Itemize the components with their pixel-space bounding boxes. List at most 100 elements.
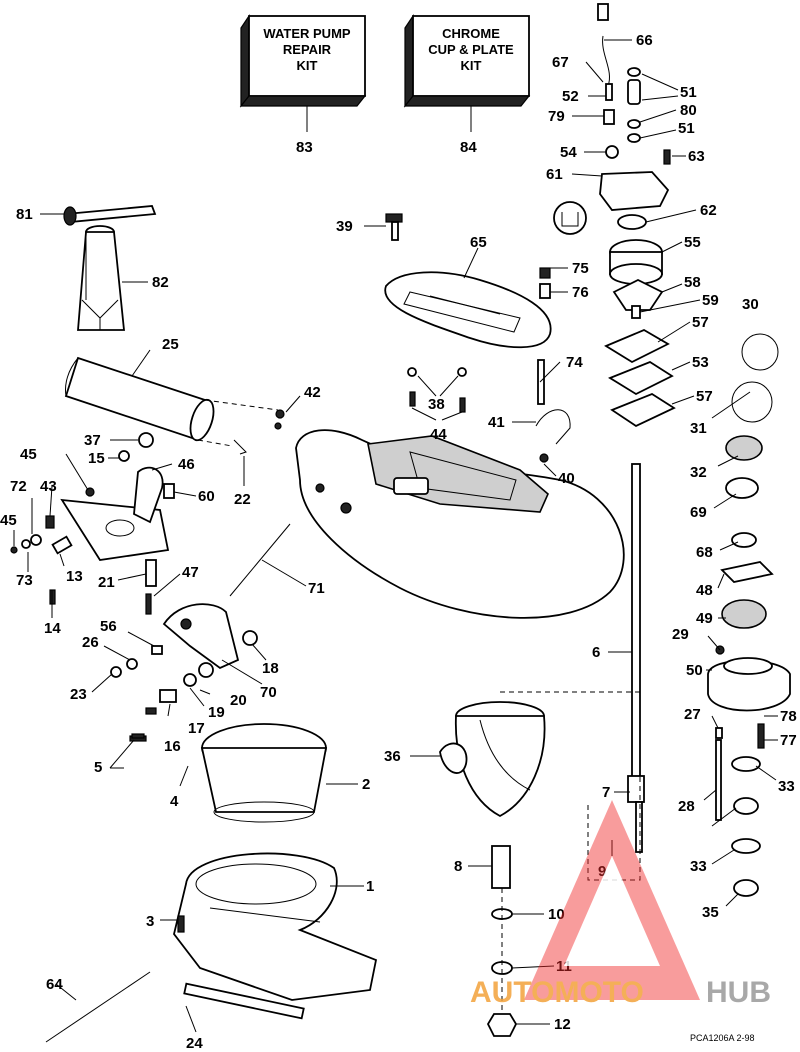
label-59: 59 — [702, 292, 719, 309]
label-82: 82 — [152, 274, 169, 291]
kit-83-line-1: WATER PUMP — [263, 26, 350, 41]
label-46: 46 — [178, 456, 195, 473]
label-4: 4 — [170, 793, 179, 810]
tube-part-25 — [64, 356, 279, 447]
label-2: 2 — [362, 776, 370, 793]
plate-part-65 — [384, 271, 552, 349]
label-33b: 33 — [690, 858, 707, 875]
label-66: 66 — [636, 32, 653, 49]
label-80: 80 — [680, 102, 697, 119]
impeller-part-36 — [439, 691, 641, 881]
label-45b: 45 — [0, 512, 17, 529]
label-49: 49 — [696, 610, 713, 627]
label-43: 43 — [40, 478, 57, 495]
label-54: 54 — [560, 144, 577, 161]
label-79: 79 — [548, 108, 565, 125]
label-15: 15 — [88, 450, 105, 467]
kit-83-line-2: REPAIR — [283, 42, 332, 57]
label-29: 29 — [672, 626, 689, 643]
label-81: 81 — [16, 206, 33, 223]
label-51b: 51 — [678, 120, 695, 137]
label-7: 7 — [602, 784, 610, 801]
label-31: 31 — [690, 420, 707, 437]
label-61: 61 — [546, 166, 563, 183]
label-8: 8 — [454, 858, 462, 875]
label-55: 55 — [684, 234, 701, 251]
label-41: 41 — [488, 414, 505, 431]
label-25: 25 — [162, 336, 179, 353]
label-39: 39 — [336, 218, 353, 235]
kit-84-number: 84 — [460, 139, 477, 156]
label-69: 69 — [690, 504, 707, 521]
label-60: 60 — [198, 488, 215, 505]
label-77: 77 — [780, 732, 797, 749]
center-fasteners — [45, 213, 571, 1043]
label-56: 56 — [100, 618, 117, 635]
grease-gun-part — [63, 205, 157, 331]
label-32: 32 — [690, 464, 707, 481]
label-14: 14 — [44, 620, 61, 637]
label-73: 73 — [16, 572, 33, 589]
kit-84-line-1: CHROME — [442, 26, 500, 41]
kit-83-line-3: KIT — [297, 58, 318, 73]
intake-housing-part — [295, 429, 625, 619]
label-6: 6 — [592, 644, 600, 661]
label-70: 70 — [260, 684, 277, 701]
label-68: 68 — [696, 544, 713, 561]
label-42: 42 — [304, 384, 321, 401]
watermark-part-2: HUB — [706, 976, 771, 1009]
label-47: 47 — [182, 564, 199, 581]
watermark: AUTOMOTO HUB — [470, 800, 771, 1009]
label-38: 38 — [428, 396, 445, 413]
label-57a: 57 — [692, 314, 709, 331]
label-21: 21 — [98, 574, 115, 591]
label-57b: 57 — [696, 388, 713, 405]
label-48: 48 — [696, 582, 713, 599]
label-5: 5 — [94, 759, 102, 776]
label-58: 58 — [684, 274, 701, 291]
label-35: 35 — [702, 904, 719, 921]
label-27: 27 — [684, 706, 701, 723]
label-23: 23 — [70, 686, 87, 703]
label-78: 78 — [780, 708, 797, 725]
label-64: 64 — [46, 976, 63, 993]
label-19: 19 — [208, 704, 225, 721]
figure-code: PCA1206A 2-98 — [690, 1033, 755, 1043]
label-45a: 45 — [20, 446, 37, 463]
label-52: 52 — [562, 88, 579, 105]
label-40: 40 — [558, 470, 575, 487]
label-67: 67 — [552, 54, 569, 71]
label-33a: 33 — [778, 778, 795, 795]
label-71: 71 — [308, 580, 325, 597]
label-9: 9 — [598, 863, 606, 880]
label-62: 62 — [700, 202, 717, 219]
part-labels: 1 2 3 4 5 6 7 8 9 10 11 12 13 14 15 16 1… — [0, 32, 797, 1052]
label-51a: 51 — [680, 84, 697, 101]
pump-stack-parts — [553, 3, 791, 897]
label-18: 18 — [262, 660, 279, 677]
label-26: 26 — [82, 634, 99, 651]
label-30: 30 — [742, 296, 759, 313]
label-74: 74 — [566, 354, 583, 371]
label-28: 28 — [678, 798, 695, 815]
label-76: 76 — [572, 284, 589, 301]
label-17: 17 — [188, 720, 205, 737]
kit-box-83: WATER PUMP REPAIR KIT 83 — [239, 14, 367, 156]
label-50: 50 — [686, 662, 703, 679]
label-44: 44 — [430, 426, 447, 443]
nozzle-part-2 — [200, 723, 328, 823]
label-37: 37 — [84, 432, 101, 449]
label-53: 53 — [692, 354, 709, 371]
label-12: 12 — [554, 1016, 571, 1033]
kit-83-number: 83 — [296, 139, 313, 156]
label-72: 72 — [10, 478, 27, 495]
lower-shaft-parts — [486, 845, 518, 1037]
label-1: 1 — [366, 878, 374, 895]
kit-84-line-2: CUP & PLATE — [428, 42, 514, 57]
drive-shaft-part-6 — [627, 463, 645, 853]
label-3: 3 — [146, 913, 154, 930]
intake-grate-part-1 — [173, 852, 378, 1001]
label-10: 10 — [548, 906, 565, 923]
kit-84-line-3: KIT — [461, 58, 482, 73]
